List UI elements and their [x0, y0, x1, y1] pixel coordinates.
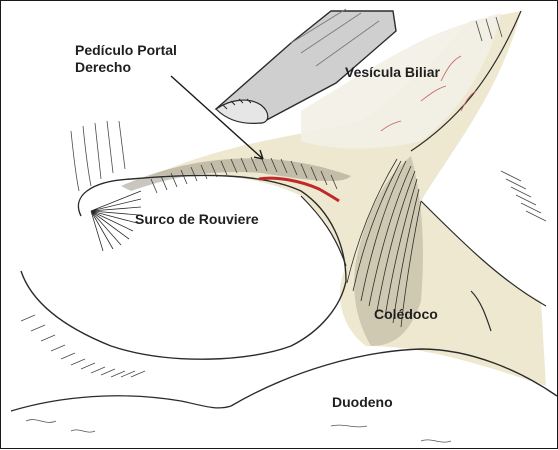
rouviere-fan-hatching	[91, 191, 141, 251]
label-rouviere-sulcus: Surco de Rouviere	[135, 211, 259, 228]
duodenum-scribbles	[26, 420, 451, 443]
liver-lobe-outline	[21, 175, 346, 359]
label-choledochus: Colédoco	[374, 306, 438, 323]
label-portal-pedicle-line1: Pedículo Portal	[75, 42, 177, 59]
label-portal-pedicle-line2: Derecho	[75, 59, 131, 76]
label-gallbladder: Vesícula Biliar	[345, 64, 440, 81]
duodenum-lower-curve	[11, 396, 231, 411]
liver-surface-strokes	[21, 121, 145, 377]
label-duodenum: Duodeno	[332, 394, 393, 411]
